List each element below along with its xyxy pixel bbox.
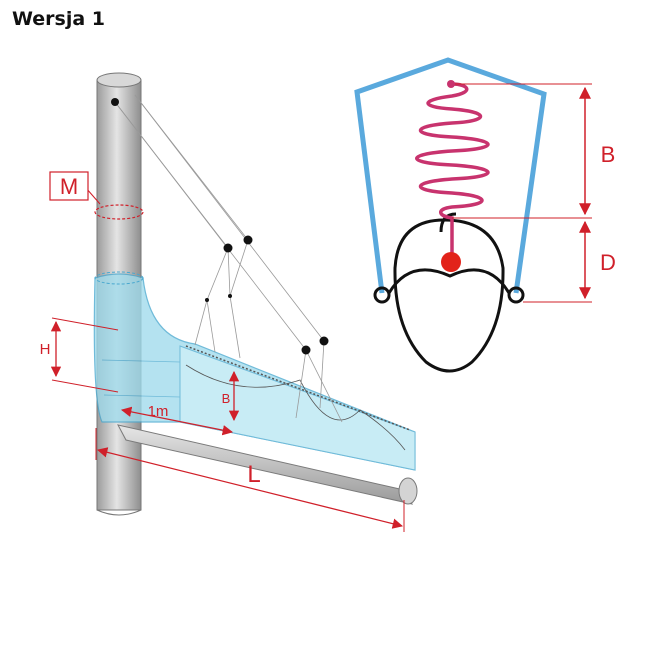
one-meter-dimension: 1m: [120, 403, 234, 436]
label-m: M: [60, 174, 78, 199]
spiral-line: [415, 82, 490, 255]
blue-frame: [354, 57, 547, 294]
label-b-right: B: [601, 142, 616, 167]
cross-section: [354, 57, 547, 373]
net-rim: [94, 271, 144, 285]
spiral-top-knot: [447, 80, 455, 88]
d-right-dimension: D: [523, 220, 616, 303]
rope-knots: [111, 98, 329, 355]
right-ring: [507, 286, 525, 304]
label-b-small: B: [222, 391, 231, 406]
label-d-right: D: [600, 250, 616, 275]
weight-ball: [441, 252, 461, 272]
l-dimension: L: [95, 428, 405, 532]
ropes: [114, 94, 343, 423]
left-ring: [373, 286, 391, 304]
inner-curve: [387, 268, 511, 294]
hook: [439, 212, 457, 233]
h-dimension: H: [40, 317, 119, 393]
b-small-dimension: B: [222, 370, 240, 422]
label-1m: 1m: [148, 403, 169, 420]
b-right-dimension: B: [452, 83, 616, 219]
page-title: Wersja 1: [12, 8, 106, 30]
label-h: H: [40, 341, 51, 358]
net-ring: [393, 218, 505, 373]
label-l: L: [247, 461, 260, 488]
m-marker: M: [49, 171, 144, 220]
